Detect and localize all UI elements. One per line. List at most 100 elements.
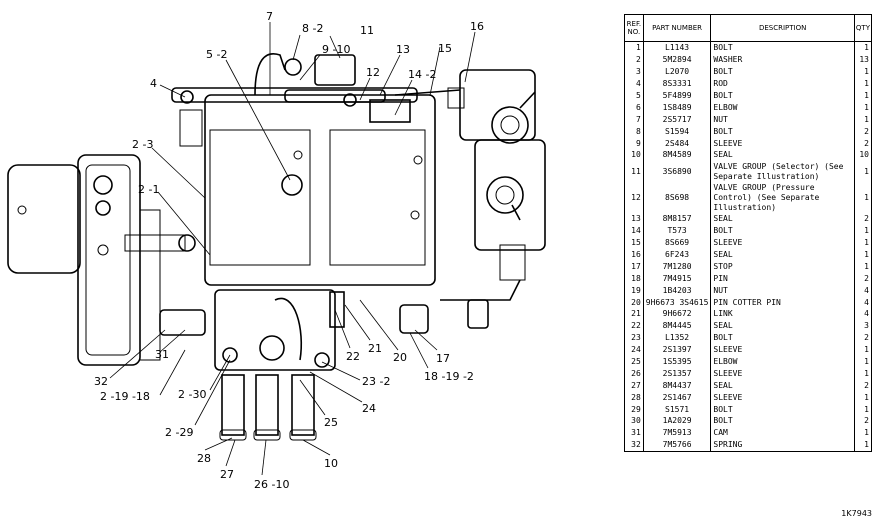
ref-no-cell: 16 [624, 248, 644, 261]
ref-no-cell: 28 [624, 391, 644, 404]
ref-no-cell: 5 [624, 89, 644, 102]
callout-23-2: 23 -2 [362, 375, 390, 388]
part-number-cell: 8S3331 [642, 77, 712, 90]
ref-no-cell: 26 [624, 367, 644, 380]
callout-31: 31 [155, 348, 169, 361]
part-number-cell: 1S5395 [642, 355, 712, 368]
ref-no-cell: 3 [624, 65, 644, 78]
description-cell: BOLT [710, 403, 855, 416]
callout-5-2: 5 -2 [206, 48, 227, 61]
description-cell: NUT [710, 284, 855, 297]
qty-cell: 1 [853, 41, 873, 54]
callout-27: 27 [220, 468, 234, 481]
qty-cell: 2 [853, 272, 873, 285]
callout-32: 32 [94, 375, 108, 388]
description-cell: SLEEVE [710, 137, 855, 150]
callout-8-2: 8 -2 [302, 22, 323, 35]
part-number-cell: 7M5766 [642, 438, 712, 452]
callout-22: 22 [346, 350, 360, 363]
callout-labels: 7 8 -2 11 16 5 -2 9 -10 13 15 4 12 14 -2… [94, 10, 484, 491]
callout-21: 21 [368, 342, 382, 355]
part-number-cell: 9H6673 3S4615 [642, 296, 712, 309]
ref-no-cell: 2 [624, 53, 644, 66]
lower-manifold [159, 289, 489, 441]
ref-no-cell: 6 [624, 101, 644, 114]
qty-cell: 1 [853, 65, 873, 78]
part-number-cell: L1352 [642, 331, 712, 344]
qty-cell: 3 [853, 319, 873, 332]
ref-no-cell: 32 [624, 438, 644, 452]
description-cell: LINK [710, 308, 855, 320]
qty-cell: 1 [853, 343, 873, 356]
qty-cell: 4 [853, 284, 873, 297]
description-cell: SEAL [710, 319, 855, 332]
part-number-cell: S1594 [642, 125, 712, 138]
callout-7: 7 [266, 10, 273, 23]
ref-no-cell: 14 [624, 224, 644, 237]
part-number-cell: 8M4445 [642, 319, 712, 332]
callout-16: 16 [470, 20, 484, 33]
qty-cell: 2 [853, 212, 873, 225]
description-cell: BOLT [710, 224, 855, 237]
callout-4: 4 [150, 77, 157, 90]
callout-26-10: 26 -10 [254, 478, 289, 491]
ref-no-cell: 30 [624, 415, 644, 427]
part-number-cell: S1571 [642, 403, 712, 416]
description-cell: SEAL [710, 379, 855, 392]
description-cell: ROD [710, 77, 855, 90]
ref-no-cell: 8 [624, 125, 644, 138]
description-cell: ELBOW [710, 355, 855, 368]
main-valve-body [171, 53, 461, 286]
part-number-cell: 7M4915 [642, 272, 712, 285]
ref-no-cell: 20 [624, 296, 644, 309]
part-number-cell: 2S5717 [642, 113, 712, 126]
part-number-cell: 8S669 [642, 236, 712, 249]
qty-cell: 1 [853, 355, 873, 368]
part-number-cell: 5F4899 [642, 89, 712, 102]
qty-cell: 1 [853, 182, 873, 213]
qty-cell: 2 [853, 415, 873, 427]
description-cell: SLEEVE [710, 343, 855, 356]
header-ref-no: REF. NO. [624, 14, 644, 42]
description-cell: PIN COTTER PIN [710, 296, 855, 309]
ref-no-cell: 1 [624, 41, 644, 54]
ref-no-cell: 10 [624, 149, 644, 161]
callout-20: 20 [393, 351, 407, 364]
ref-no-cell: 23 [624, 331, 644, 344]
ref-no-cell: 15 [624, 236, 644, 249]
description-cell: SLEEVE [710, 367, 855, 380]
description-cell: SEAL [710, 212, 855, 225]
callout-13: 13 [396, 43, 410, 56]
callout-2-3: 2 -3 [132, 138, 153, 151]
callout-28: 28 [197, 452, 211, 465]
description-cell: BOLT [710, 41, 855, 54]
ref-no-cell: 19 [624, 284, 644, 297]
part-number-cell: 1A2029 [642, 415, 712, 427]
qty-cell: 1 [853, 160, 873, 183]
part-number-cell: 8M8157 [642, 212, 712, 225]
part-number-cell: 9H6672 [642, 308, 712, 320]
left-cover-assembly [7, 154, 196, 366]
qty-cell: 2 [853, 331, 873, 344]
qty-cell: 1 [853, 367, 873, 380]
ref-no-cell: 21 [624, 308, 644, 320]
